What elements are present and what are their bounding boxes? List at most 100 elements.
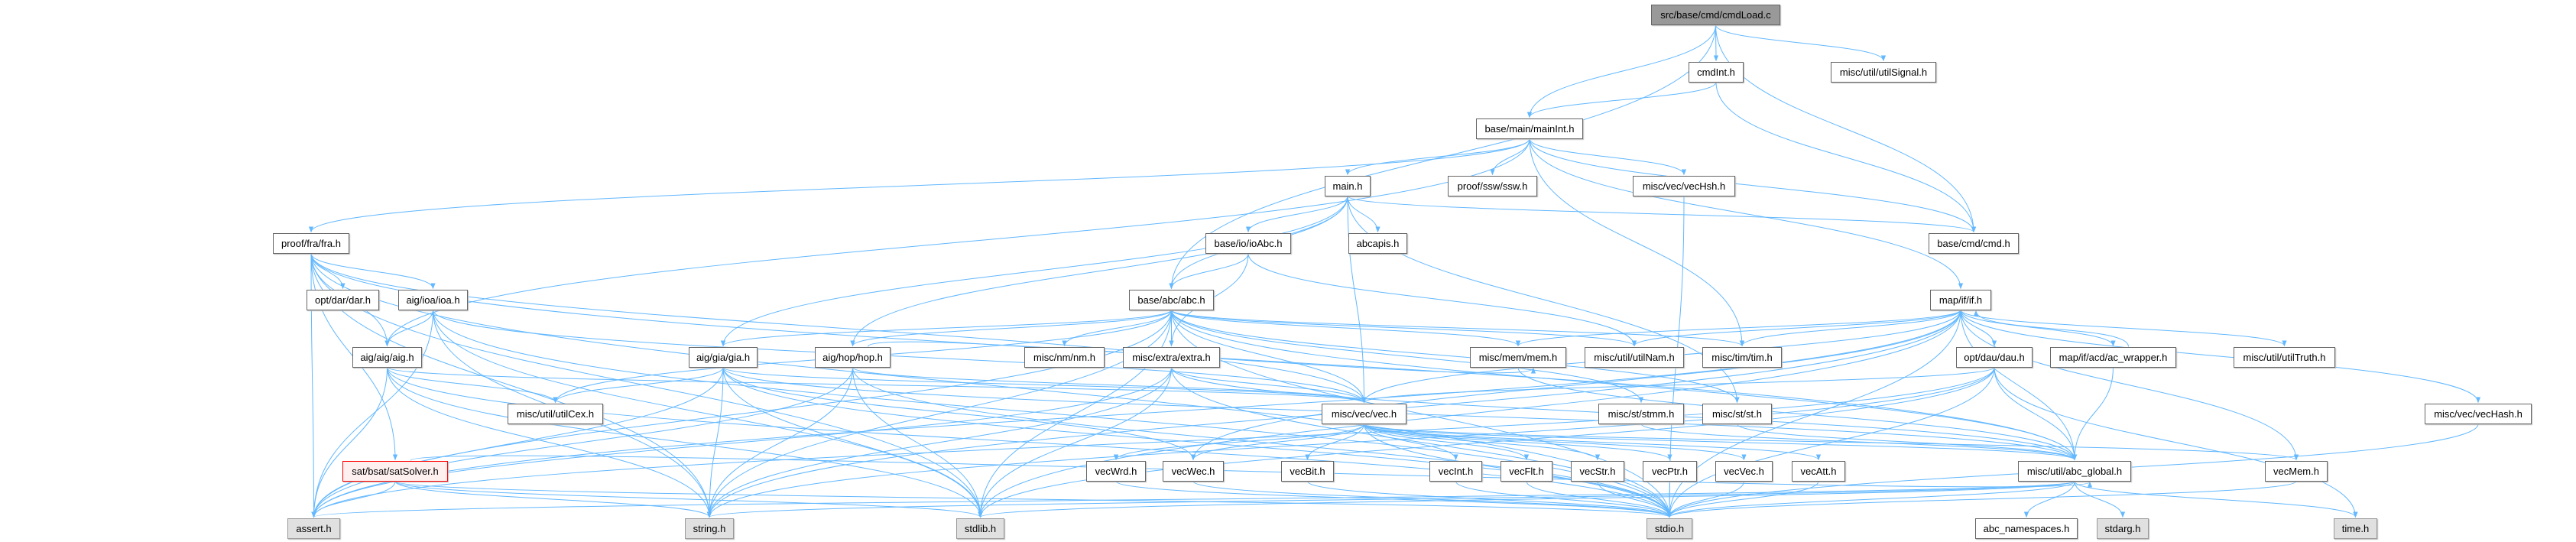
node-aig[interactable]: aig/aig/aig.h <box>352 346 422 368</box>
node-stdarg: stdarg.h <box>2097 518 2149 539</box>
node-util-signal[interactable]: misc/util/utilSignal.h <box>1831 61 1936 83</box>
edge-st-to-abcGlobal <box>1737 424 2078 461</box>
node-vec-ptr[interactable]: vecPtr.h <box>1643 460 1697 482</box>
edge-mainInt-to-if <box>1529 138 1964 290</box>
node-vec-hsh[interactable]: misc/vec/vecHsh.h <box>1633 175 1735 196</box>
edge-vecMem-to-stdio <box>1667 481 2297 518</box>
node-vec-int[interactable]: vecInt.h <box>1429 460 1482 482</box>
edge-cmdInt-to-mainInt <box>1526 82 1717 118</box>
node-dau[interactable]: opt/dau/dau.h <box>1956 346 2033 368</box>
node-abcapis[interactable]: abcapis.h <box>1348 232 1407 254</box>
node-if[interactable]: map/if/if.h <box>1930 289 1991 310</box>
edge-abc-to-vec <box>1171 310 1367 404</box>
node-vec[interactable]: misc/vec/vec.h <box>1322 403 1406 424</box>
edge-vec-to-vecBit <box>1305 424 1364 461</box>
node-main-int[interactable]: base/main/mainInt.h <box>1476 118 1583 139</box>
edge-aig-to-utilCex <box>387 367 558 404</box>
edge-dau-to-stdlib <box>978 367 1995 518</box>
edge-vec-to-vecStr <box>1364 424 1601 461</box>
edge-satSolver-to-stdio <box>394 481 1672 518</box>
edge-vec-to-vecVec <box>1364 424 1747 461</box>
node-cmd[interactable]: base/cmd/cmd.h <box>1929 232 2019 254</box>
node-tim[interactable]: misc/tim/tim.h <box>1702 346 1782 368</box>
node-util-nam[interactable]: misc/util/utilNam.h <box>1585 346 1684 368</box>
node-dar[interactable]: opt/dar/dar.h <box>307 289 379 310</box>
node-gia[interactable]: aig/gia/gia.h <box>689 346 758 368</box>
node-root[interactable]: src/base/cmd/cmdLoad.c <box>1651 4 1780 25</box>
edge-if-to-stdlib <box>978 310 1961 518</box>
edge-vec-to-vecFlt <box>1364 424 1530 461</box>
node-abc-global[interactable]: misc/util/abc_global.h <box>2018 460 2131 482</box>
edge-main-to-cmd <box>1347 196 1976 233</box>
edge-if-to-tim <box>1739 310 1961 347</box>
edge-extra-to-vec <box>1171 367 1367 404</box>
edge-aig-to-stdlib <box>387 367 983 518</box>
edge-abcGlobal-to-stdio <box>1666 481 2075 518</box>
node-assert: assert.h <box>287 518 340 539</box>
edge-ioa-to-aig <box>384 310 433 347</box>
edge-mainInt-to-ssw <box>1490 138 1530 176</box>
edge-acw-to-if <box>1973 310 2129 347</box>
edge-dau-to-abcGlobal <box>1994 367 2078 461</box>
edge-ioa-to-assert <box>311 310 433 518</box>
node-mem[interactable]: misc/mem/mem.h <box>1470 346 1566 368</box>
node-stmm[interactable]: misc/st/stmm.h <box>1598 403 1684 424</box>
edge-mainInt-to-main <box>1345 138 1530 176</box>
node-fra[interactable]: proof/fra/fra.h <box>273 232 349 254</box>
edge-ioAbc-to-abc <box>1169 253 1249 290</box>
node-util-cex[interactable]: misc/util/utilCex.h <box>508 403 603 424</box>
node-main[interactable]: main.h <box>1325 175 1371 196</box>
node-vec-att[interactable]: vecAtt.h <box>1792 460 1845 482</box>
node-nm[interactable]: misc/nm/nm.h <box>1024 346 1105 368</box>
node-sat-solver[interactable]: sat/bsat/satSolver.h <box>342 460 448 482</box>
node-vec-mem[interactable]: vecMem.h <box>2265 460 2328 482</box>
edge-abc-to-nm <box>1062 310 1172 347</box>
edge-dau-to-string <box>706 367 1995 518</box>
node-ssw[interactable]: proof/ssw/ssw.h <box>1448 175 1537 196</box>
node-vec-wec[interactable]: vecWec.h <box>1163 460 1224 482</box>
edge-abc-to-gia <box>720 310 1172 347</box>
node-abc-ns[interactable]: abc_namespaces.h <box>1975 518 2078 539</box>
edge-satSolver-to-string <box>394 481 712 518</box>
edge-aig-to-string <box>387 367 712 518</box>
edge-gia-to-stdio <box>722 367 1672 518</box>
edge-gia-to-utilCex <box>553 367 724 404</box>
edge-vecInt-to-stdio <box>1455 481 1672 518</box>
edge-if-to-utilTruth <box>1960 310 2287 347</box>
edge-extra-to-stdlib <box>978 367 1172 518</box>
edge-abcGlobal-to-abcNs <box>2023 481 2075 518</box>
edge-dau-to-time <box>1994 367 2358 518</box>
edge-gia-to-assert <box>311 367 724 518</box>
node-io-abc[interactable]: base/io/ioAbc.h <box>1205 232 1291 254</box>
edge-abc-to-tim <box>1171 310 1744 347</box>
edge-aig-to-stdio <box>387 367 1672 518</box>
node-vec-hash[interactable]: misc/vec/vecHash.h <box>2425 403 2532 424</box>
node-string: string.h <box>685 518 734 539</box>
node-util-truth[interactable]: misc/util/utilTruth.h <box>2234 346 2335 368</box>
edge-gia-to-vecWec <box>722 367 1196 461</box>
node-vec-bit[interactable]: vecBit.h <box>1281 460 1334 482</box>
node-st[interactable]: misc/st/st.h <box>1702 403 1772 424</box>
edge-root-to-abc <box>1169 24 1716 290</box>
edge-if-to-abcGlobal <box>1960 310 2078 461</box>
node-cmd-int[interactable]: cmdInt.h <box>1689 61 1744 83</box>
edge-root-to-cmd <box>1715 24 1977 233</box>
edge-abc-to-hop <box>850 310 1172 347</box>
node-hop[interactable]: aig/hop/hop.h <box>815 346 891 368</box>
edge-main-to-ioAbc <box>1245 196 1348 233</box>
node-vec-wrd[interactable]: vecWrd.h <box>1086 460 1146 482</box>
node-abc[interactable]: base/abc/abc.h <box>1129 289 1214 310</box>
edge-if-to-utilNam <box>1631 310 1961 347</box>
edge-abc-to-stdio <box>1171 310 1672 518</box>
node-vec-flt[interactable]: vecFlt.h <box>1501 460 1552 482</box>
node-acw[interactable]: map/if/acd/ac_wrapper.h <box>2050 346 2176 368</box>
edge-abcGlobal-to-stdlib <box>978 481 2075 518</box>
node-ioa[interactable]: aig/ioa/ioa.h <box>398 289 468 310</box>
node-vec-vec[interactable]: vecVec.h <box>1715 460 1773 482</box>
edge-ioAbc-to-utilNam <box>1247 253 1637 347</box>
node-extra[interactable]: misc/extra/extra.h <box>1123 346 1220 368</box>
node-stdio: stdio.h <box>1646 518 1692 539</box>
edge-hop-to-stdlib <box>852 367 983 518</box>
node-vec-str[interactable]: vecStr.h <box>1571 460 1624 482</box>
